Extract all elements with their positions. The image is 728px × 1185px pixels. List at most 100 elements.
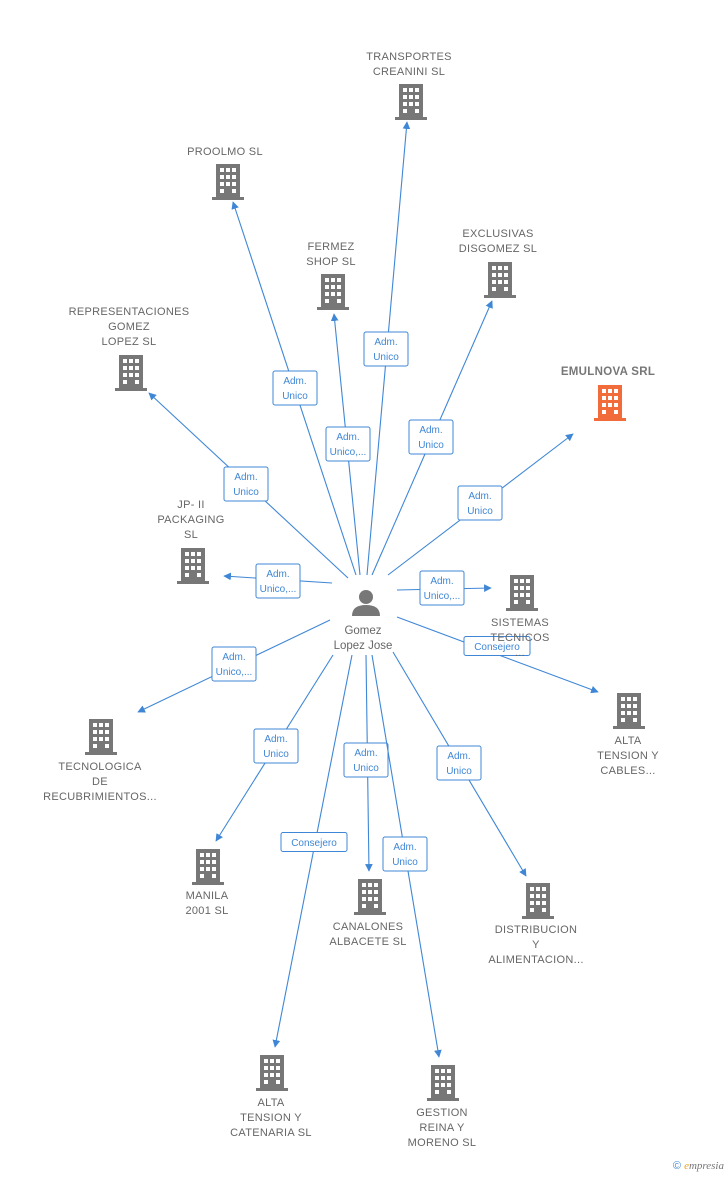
company-node-exclusivas-disgomez[interactable]: EXCLUSIVAS DISGOMEZ SL bbox=[459, 228, 537, 298]
edge-label-box bbox=[211, 646, 257, 682]
company-node-tecnologica-recubrimientos[interactable]: TECNOLOGICADERECUBRIMIENTOS... bbox=[43, 719, 157, 803]
company-node-sistemas-tecnicos[interactable]: SISTEMASTECNICOS... bbox=[490, 575, 549, 659]
company-node-proolmo[interactable]: PROOLMO SL bbox=[187, 146, 263, 200]
edge-label-line: Unico bbox=[418, 440, 444, 451]
company-name-line: ALTA bbox=[614, 735, 641, 747]
company-name-line: TECNOLOGICA bbox=[58, 761, 142, 773]
person-name-line-1: Gomez bbox=[344, 625, 381, 637]
building-icon bbox=[613, 693, 645, 729]
company-name-line: TRANSPORTES bbox=[366, 51, 452, 63]
company-name-line: ALTA bbox=[257, 1097, 284, 1109]
copyright-symbol: © bbox=[672, 1160, 681, 1172]
edge-label-box bbox=[223, 466, 269, 502]
edge-label-line: Unico,... bbox=[260, 584, 297, 595]
edge-role-label[interactable]: Consejero bbox=[463, 636, 531, 656]
edge-label-box bbox=[343, 742, 389, 778]
building-icon bbox=[427, 1065, 459, 1101]
edge-proolmo: Adm.Unico bbox=[231, 201, 357, 576]
building-icon bbox=[522, 883, 554, 919]
edge-role-label[interactable]: Adm. Unico bbox=[408, 419, 454, 455]
edge-role-label[interactable]: Adm. Unico bbox=[253, 728, 299, 764]
edge-label-line: Adm. bbox=[447, 751, 470, 762]
edge-label-line: Unico bbox=[373, 352, 399, 363]
building-icon bbox=[115, 355, 147, 391]
company-name-line: DISGOMEZ SL bbox=[459, 243, 537, 255]
edge-alta-tension-cables: Consejero bbox=[396, 616, 599, 694]
company-node-alta-tension-cables[interactable]: ALTA TENSION Y CABLES... bbox=[597, 693, 659, 777]
edge-label-line: Unico bbox=[353, 763, 379, 774]
building-icon bbox=[85, 719, 117, 755]
edge-label-line: Unico,... bbox=[424, 591, 461, 602]
edge-label-line: Unico bbox=[263, 749, 289, 760]
edge-role-label[interactable]: Adm. Unico,... bbox=[325, 426, 371, 462]
edge-label-line: Adm. bbox=[374, 337, 397, 348]
company-node-emulnova[interactable]: EMULNOVA SRL bbox=[561, 366, 655, 421]
edge-role-label[interactable]: Adm.Unico,... bbox=[211, 646, 257, 682]
edge-label-line: Unico bbox=[467, 506, 493, 517]
company-node-distribucion-alimentacion[interactable]: DISTRIBUCIONYALIMENTACION... bbox=[488, 883, 583, 966]
edge-exclusivas-disgomez: Adm. Unico bbox=[371, 300, 493, 576]
edge-label-box bbox=[382, 836, 428, 872]
company-node-canalones-albacete[interactable]: CANALONES ALBACETE SL bbox=[329, 879, 406, 948]
company-name-line: CATENARIA SL bbox=[230, 1127, 312, 1139]
edge-label-line: Adm. bbox=[419, 425, 442, 436]
company-name-line: SHOP SL bbox=[306, 256, 356, 268]
company-name-line: MANILA bbox=[186, 890, 229, 902]
edge-role-label[interactable]: Consejero bbox=[280, 832, 348, 852]
edge-label-line: Adm. bbox=[430, 576, 453, 587]
edge-label-line: Adm. bbox=[468, 491, 491, 502]
edge-role-label[interactable]: Adm. Unico bbox=[436, 745, 482, 781]
edge-representaciones-gomez-lopez: Adm.Unico bbox=[148, 392, 349, 579]
edge-gestion-reina-moreno: Adm.Unico bbox=[371, 654, 442, 1058]
edge-role-label[interactable]: Adm. Unico bbox=[457, 485, 503, 521]
edge-label-box bbox=[272, 370, 318, 406]
company-name-line: 2001 SL bbox=[185, 905, 228, 917]
edge-alta-tension-catenaria: Consejero bbox=[272, 654, 353, 1048]
edge-role-label[interactable]: Adm.Unico bbox=[343, 742, 389, 778]
edge-tecnologica-recubrimientos: Adm.Unico,... bbox=[137, 619, 331, 713]
building-icon bbox=[354, 879, 386, 915]
building-icon bbox=[192, 849, 224, 885]
edge-jp-ii-packaging: Adm.Unico,... bbox=[223, 563, 333, 599]
edge-label-line: Unico,... bbox=[330, 447, 367, 458]
company-name-line: PACKAGING bbox=[157, 514, 224, 526]
edge-label-line: Unico bbox=[446, 766, 472, 777]
company-name-line: SISTEMAS bbox=[491, 617, 549, 629]
edge-label-box bbox=[253, 728, 299, 764]
edge-role-label[interactable]: Adm.Unico,... bbox=[255, 563, 301, 599]
company-name-line: TECNICOS bbox=[490, 632, 549, 644]
edge-label-box bbox=[255, 563, 301, 599]
edge-role-label[interactable]: Adm. Unico,... bbox=[419, 570, 465, 606]
building-icon bbox=[395, 84, 427, 120]
company-name-line: ALBACETE SL bbox=[329, 936, 406, 948]
company-name-line: LOPEZ SL bbox=[102, 336, 157, 348]
edge-sistemas-tecnicos: Adm. Unico,... bbox=[396, 570, 492, 606]
center-person[interactable]: Gomez Lopez Jose bbox=[334, 590, 393, 652]
edge-distribucion-alimentacion: Adm. Unico bbox=[392, 651, 527, 877]
edge-label-box bbox=[457, 485, 503, 521]
company-name-line: CABLES... bbox=[600, 765, 655, 777]
edge-label-line: Adm. bbox=[336, 432, 359, 443]
building-icon bbox=[256, 1055, 288, 1091]
edge-role-label[interactable]: Adm.Unico bbox=[272, 370, 318, 406]
edge-canalones-albacete: Adm.Unico bbox=[343, 654, 389, 872]
edge-label-line: Adm. bbox=[264, 734, 287, 745]
edge-emulnova: Adm. Unico bbox=[387, 433, 574, 576]
edge-label-box bbox=[280, 832, 348, 852]
edge-label-box bbox=[325, 426, 371, 462]
company-node-manila-2001[interactable]: MANILA 2001 SL bbox=[185, 849, 228, 917]
company-name-line: CANALONES bbox=[333, 921, 404, 933]
edge-role-label[interactable]: Adm. Unico bbox=[363, 331, 409, 367]
company-name-line: EXCLUSIVAS bbox=[462, 228, 533, 240]
edge-role-label[interactable]: Adm.Unico bbox=[223, 466, 269, 502]
company-name-line: TENSION Y bbox=[597, 750, 659, 762]
edge-role-label[interactable]: Adm.Unico bbox=[382, 836, 428, 872]
company-name-line: REPRESENTACIONES bbox=[69, 306, 190, 318]
